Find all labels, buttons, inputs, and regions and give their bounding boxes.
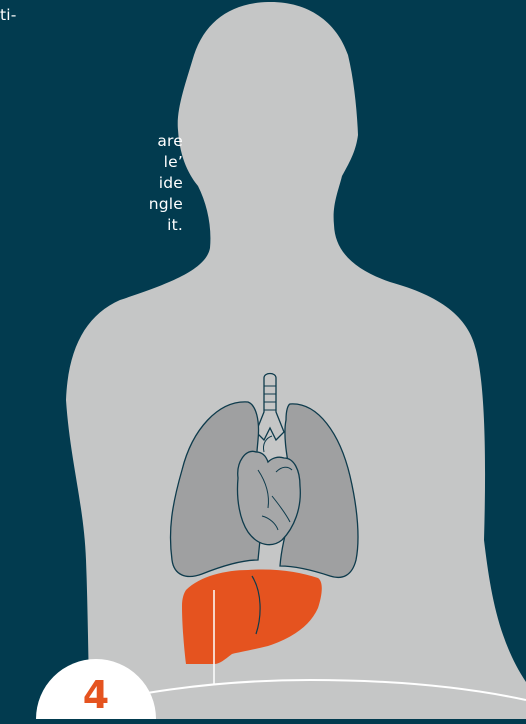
body-line: ngle [0,194,183,215]
body-line: are [0,131,183,152]
body-text-block: are le’ ide ngle it. [0,131,183,236]
step-number: 4 [66,675,126,715]
body-line: le’ [0,152,183,173]
body-line: ide [0,173,183,194]
body-line: it. [0,215,183,236]
intro-fragment: ti- [0,5,31,26]
